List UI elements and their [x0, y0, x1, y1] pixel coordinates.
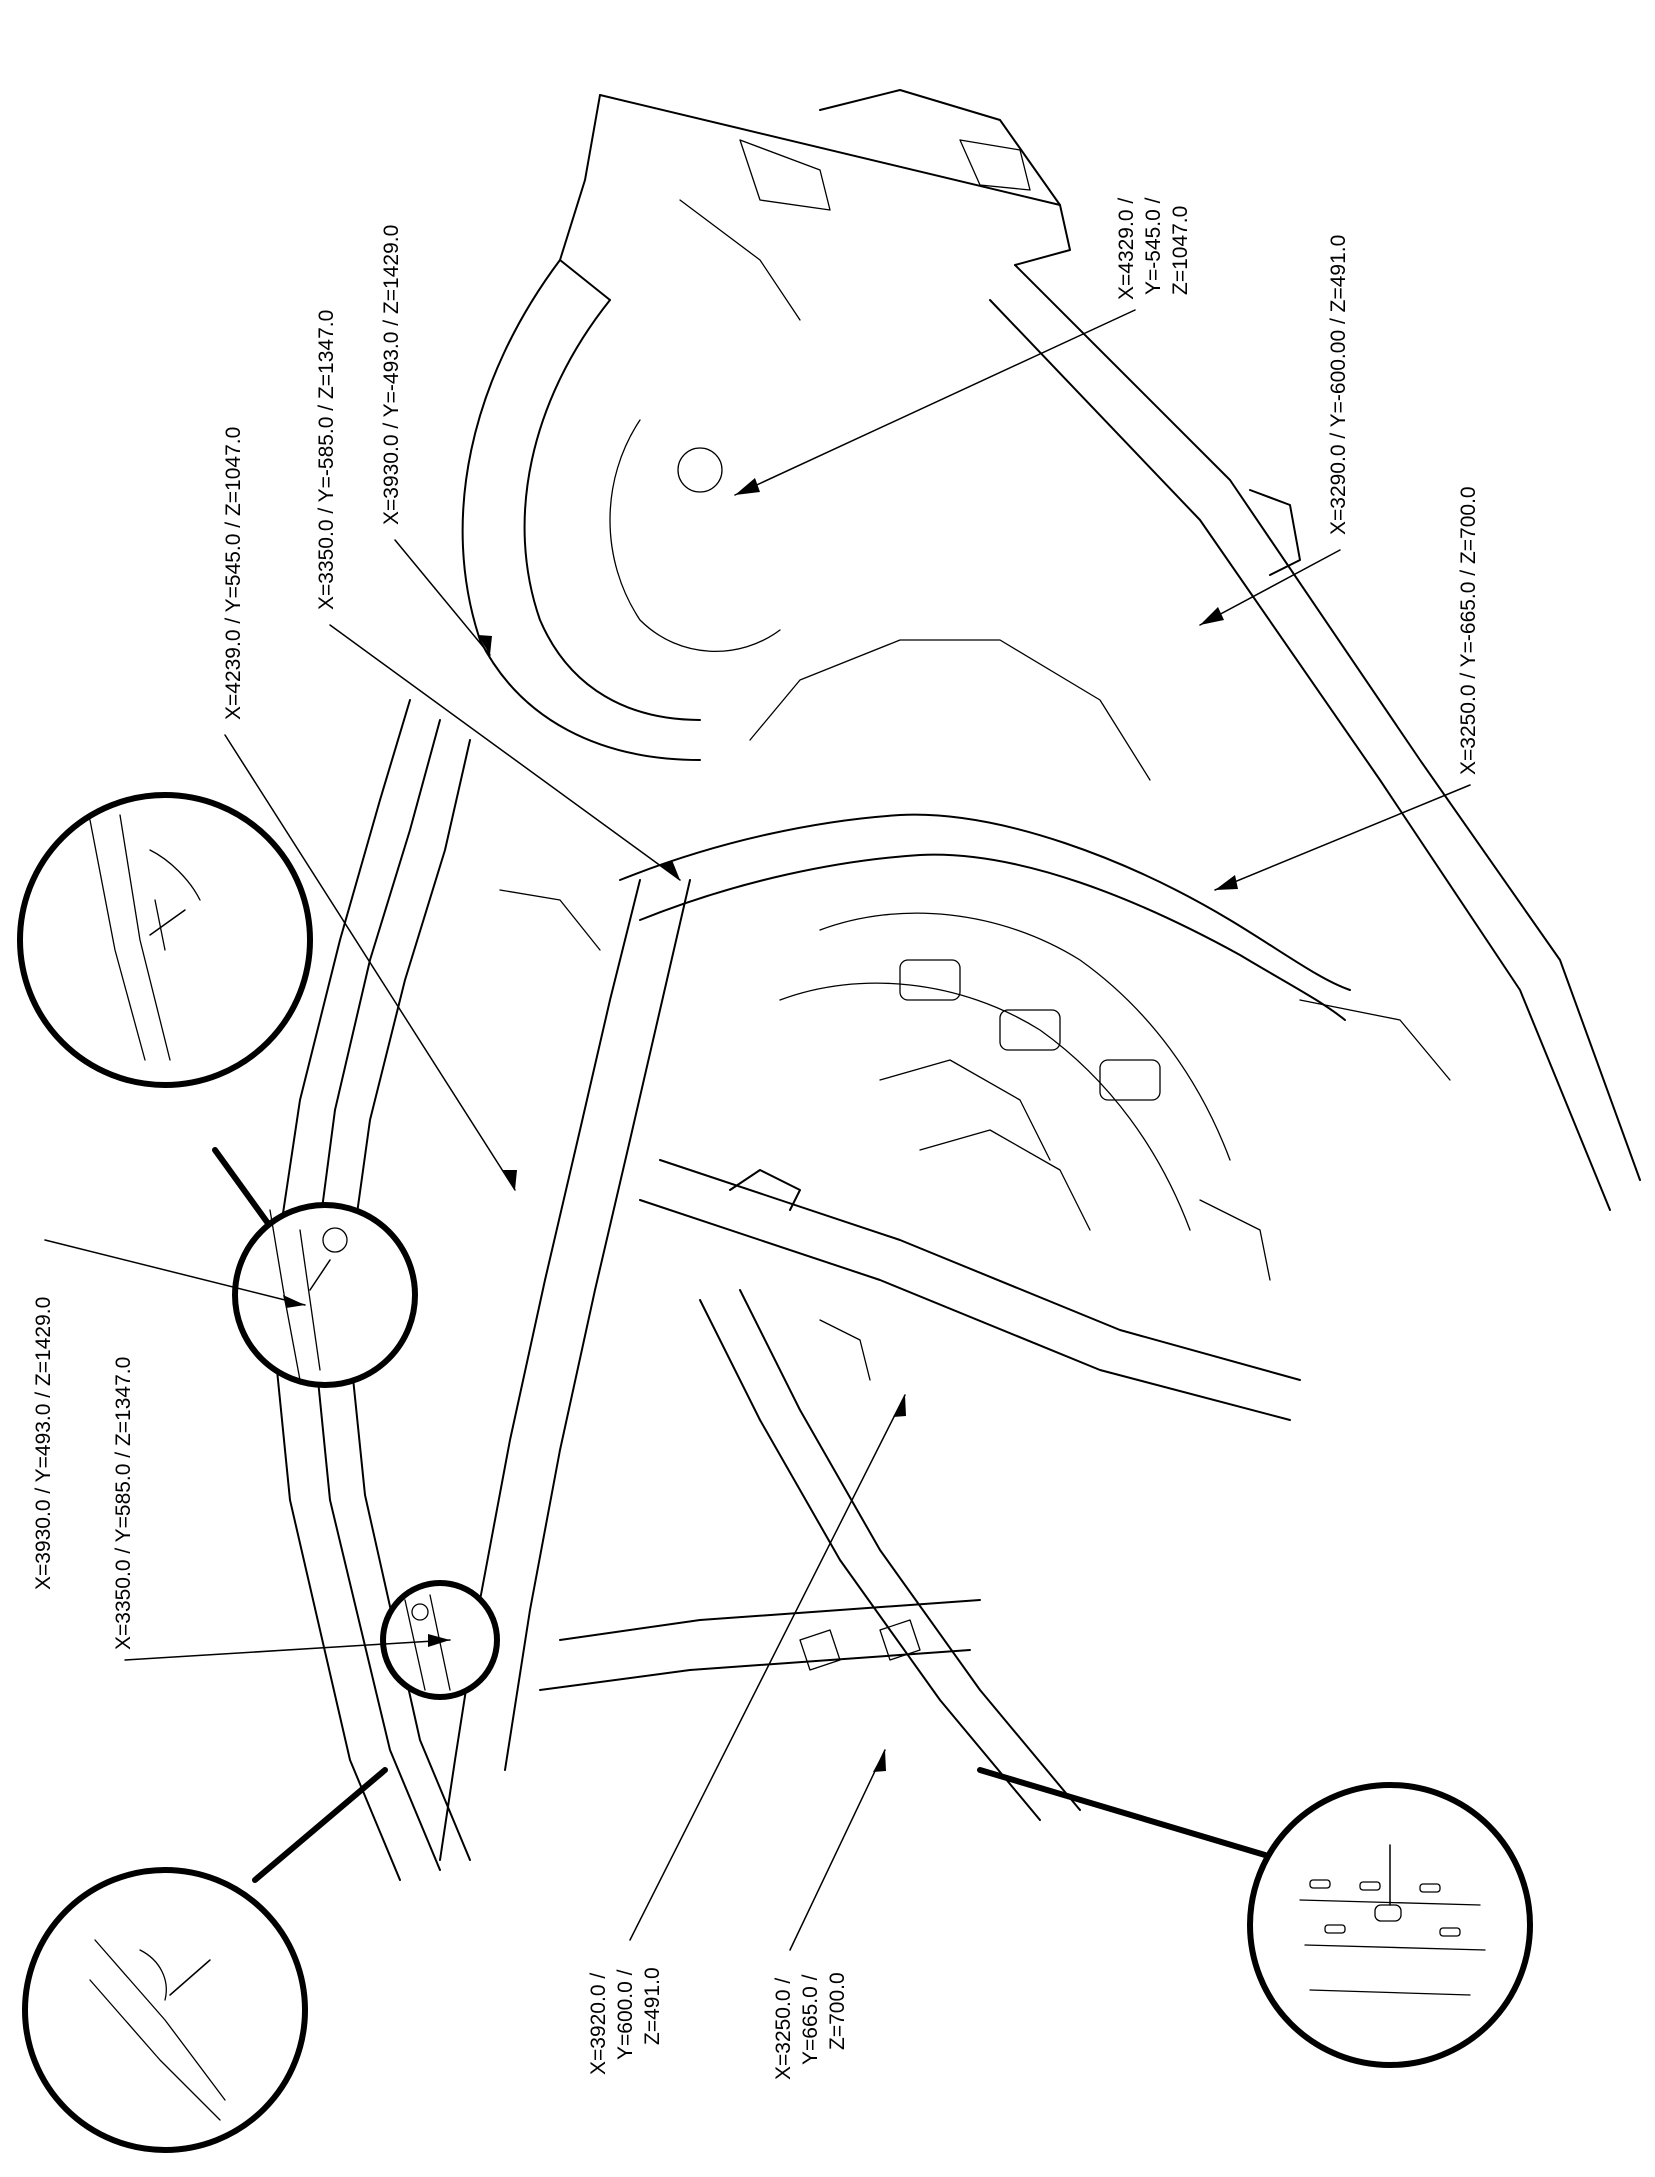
callout-c2: Y=-545.0 / — [1142, 197, 1165, 295]
leader-c9 — [44, 1239, 306, 1306]
callout-labels: X=4329.0 / Y=-545.0 / Z=1047.0 X=3290.0 … — [32, 197, 1480, 2080]
arrow-heads — [283, 478, 1238, 1772]
callout-c15: Y=665.0 / — [799, 1974, 822, 2065]
vehicle-body-structure — [269, 89, 1641, 1881]
leader-c8 — [1214, 784, 1471, 891]
leader-c7 — [224, 734, 516, 1191]
leader-c14 — [789, 1749, 886, 1951]
callout-c16: Z=700.0 — [826, 1972, 849, 2050]
callout-c7: X=4239.0 / Y=545.0 / Z=1047.0 — [222, 427, 245, 720]
callout-c6: X=3350.0 / Y=-585.0 / Z=1347.0 — [315, 310, 338, 610]
callout-c4: X=3290.0 / Y=-600.00 / Z=491.0 — [1327, 235, 1350, 535]
detail-circle-1 — [17, 792, 313, 1088]
leader-c1 — [734, 309, 1136, 496]
detail-views — [17, 792, 1533, 2153]
callout-c9: X=3930.0 / Y=493.0 / Z=1429.0 — [32, 1297, 55, 1590]
callout-c8: X=3250.0 / Y=-665.0 / Z=700.0 — [1457, 486, 1480, 775]
detail-circle-4 — [22, 1867, 308, 2153]
detail-connector-3 — [977, 1767, 1268, 1858]
callout-c1: X=4329.0 / — [1115, 198, 1138, 300]
callout-c12: Y=600.0 / — [614, 1969, 637, 2060]
leader-c4 — [1199, 549, 1341, 626]
callout-c14: X=3250.0 / — [772, 1978, 795, 2080]
leader-c5 — [394, 539, 491, 656]
detail-circle-5 — [1247, 1782, 1533, 2068]
callout-c11: X=3920.0 / — [587, 1973, 610, 2075]
leader-c6 — [329, 624, 681, 881]
callout-c3: Z=1047.0 — [1169, 206, 1192, 295]
leader-lines — [44, 309, 1471, 1951]
callout-c10: X=3350.0 / Y=585.0 / Z=1347.0 — [112, 1357, 135, 1650]
detail-circle-2 — [232, 1202, 418, 1388]
detail-connector-2 — [252, 1767, 388, 1883]
callout-c13: Z=491.0 — [641, 1967, 664, 2045]
callout-c5: X=3930.0 / Y=-493.0 / Z=1429.0 — [380, 225, 403, 525]
leader-c10 — [124, 1639, 451, 1661]
leader-c11 — [629, 1394, 906, 1941]
